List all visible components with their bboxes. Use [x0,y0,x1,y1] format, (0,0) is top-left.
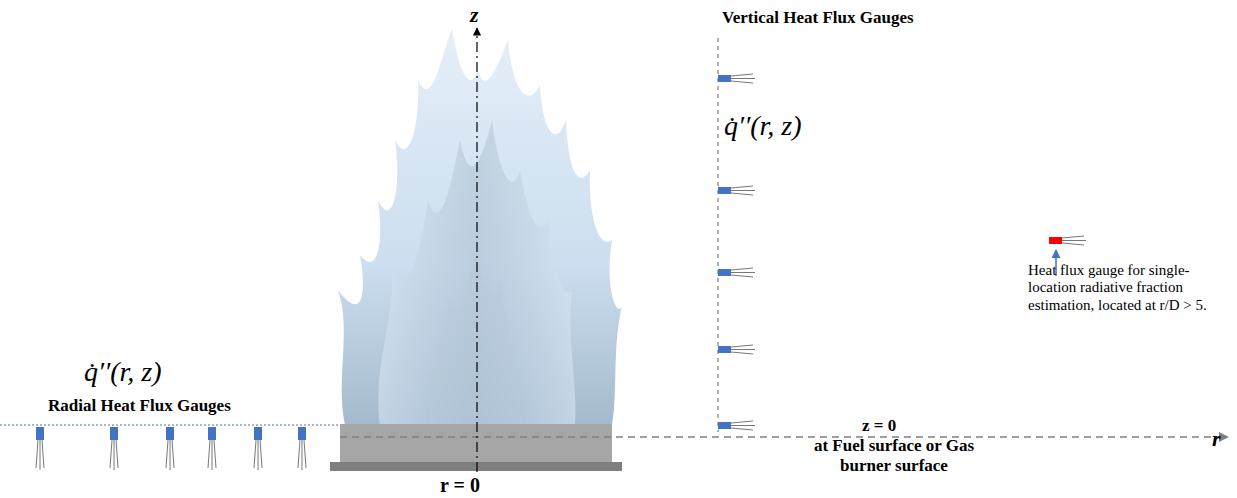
flux-symbol: q̇′′(r, z) [724,110,802,142]
axis-label: r = 0 [440,474,480,497]
axis-label: r [1212,426,1221,451]
group-title: Radial Heat Flux Gauges [48,396,231,416]
callout-note: Heat flux gauge for single-location radi… [1028,262,1233,314]
axis-label: z [470,2,479,27]
axis-note: z = 0 [862,416,896,436]
flux-symbol: q̇′′(r, z) [84,356,162,388]
axis-note: at Fuel surface or Gas burner surface [808,436,980,475]
group-title: Vertical Heat Flux Gauges [722,8,914,28]
